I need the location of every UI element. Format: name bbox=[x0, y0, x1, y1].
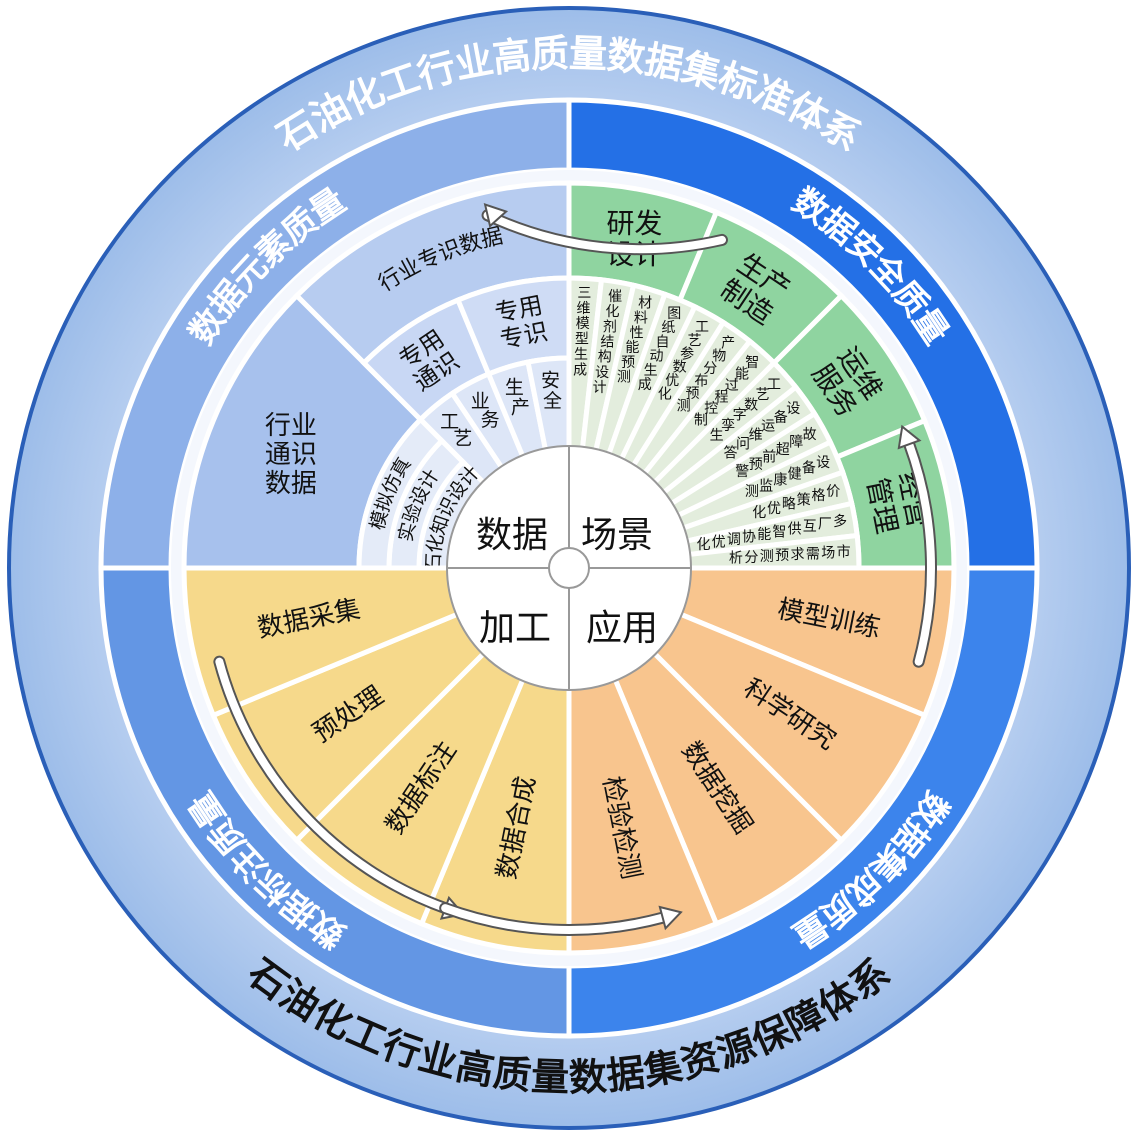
center-label-process: 加工 bbox=[479, 608, 551, 649]
label-scene-inner: 智能过程控制 bbox=[694, 355, 759, 428]
label-scene-inner: 故障超前预警 bbox=[735, 427, 816, 480]
label-inner-top: 业务 bbox=[471, 391, 500, 431]
arrow-bottom-inner bbox=[441, 904, 667, 934]
label-inner-top: 安全 bbox=[541, 369, 562, 412]
arrow-top-inner bbox=[483, 211, 726, 254]
center-label-data: 数据 bbox=[476, 515, 548, 556]
arrow-bottom-head-icon bbox=[658, 905, 683, 931]
label-scene-inner: 设备健康监测 bbox=[745, 455, 830, 500]
label-industry-general-data-group: 行业通识数据 bbox=[264, 410, 317, 500]
arrow-left-inner bbox=[215, 657, 450, 913]
label-scene-inner: 产物分布预测 bbox=[677, 336, 736, 415]
label-scene-inner: 价格策略优化 bbox=[752, 484, 840, 521]
arrow-top-head-icon bbox=[483, 203, 509, 228]
label-scene-outer: 研发设计 bbox=[606, 206, 663, 272]
label-scene-inner: 多厂互供智能协调优化 bbox=[696, 513, 847, 553]
arrow-right-head-icon bbox=[897, 424, 922, 450]
label-scene-inner: 图纸自动生成 bbox=[638, 306, 681, 393]
label-special-specific: 专用专识 bbox=[492, 290, 550, 354]
center-label-scene: 场景 bbox=[581, 515, 653, 556]
label-scene-inner: 工艺数字孪生 bbox=[710, 377, 781, 444]
label-industry-general-data: 行业通识数据 bbox=[264, 410, 317, 500]
label-scene-inner: 工艺参数优化 bbox=[658, 319, 709, 402]
label-scene-inner: 材料性能预测 bbox=[617, 296, 652, 386]
label-scene-inner: 催化剂结构设计 bbox=[593, 289, 622, 396]
label-special-specific-group: 专用专识 bbox=[492, 290, 550, 354]
center-label-apply: 应用 bbox=[586, 608, 658, 649]
label-scene-inner: 设备运维问答 bbox=[723, 401, 800, 462]
arrow-right-inner bbox=[905, 440, 935, 666]
label-scene-outer-group: 研发设计 bbox=[606, 206, 663, 272]
label-scene-inner: 市场需求预测分析 bbox=[729, 544, 851, 567]
label-inner-top: 生产 bbox=[505, 377, 530, 419]
segment-inner-left bbox=[356, 415, 446, 571]
label-scene-inner: 三维模型生成 bbox=[573, 285, 591, 378]
center-hub bbox=[548, 547, 590, 589]
label-inner-top: 工艺 bbox=[440, 411, 472, 449]
